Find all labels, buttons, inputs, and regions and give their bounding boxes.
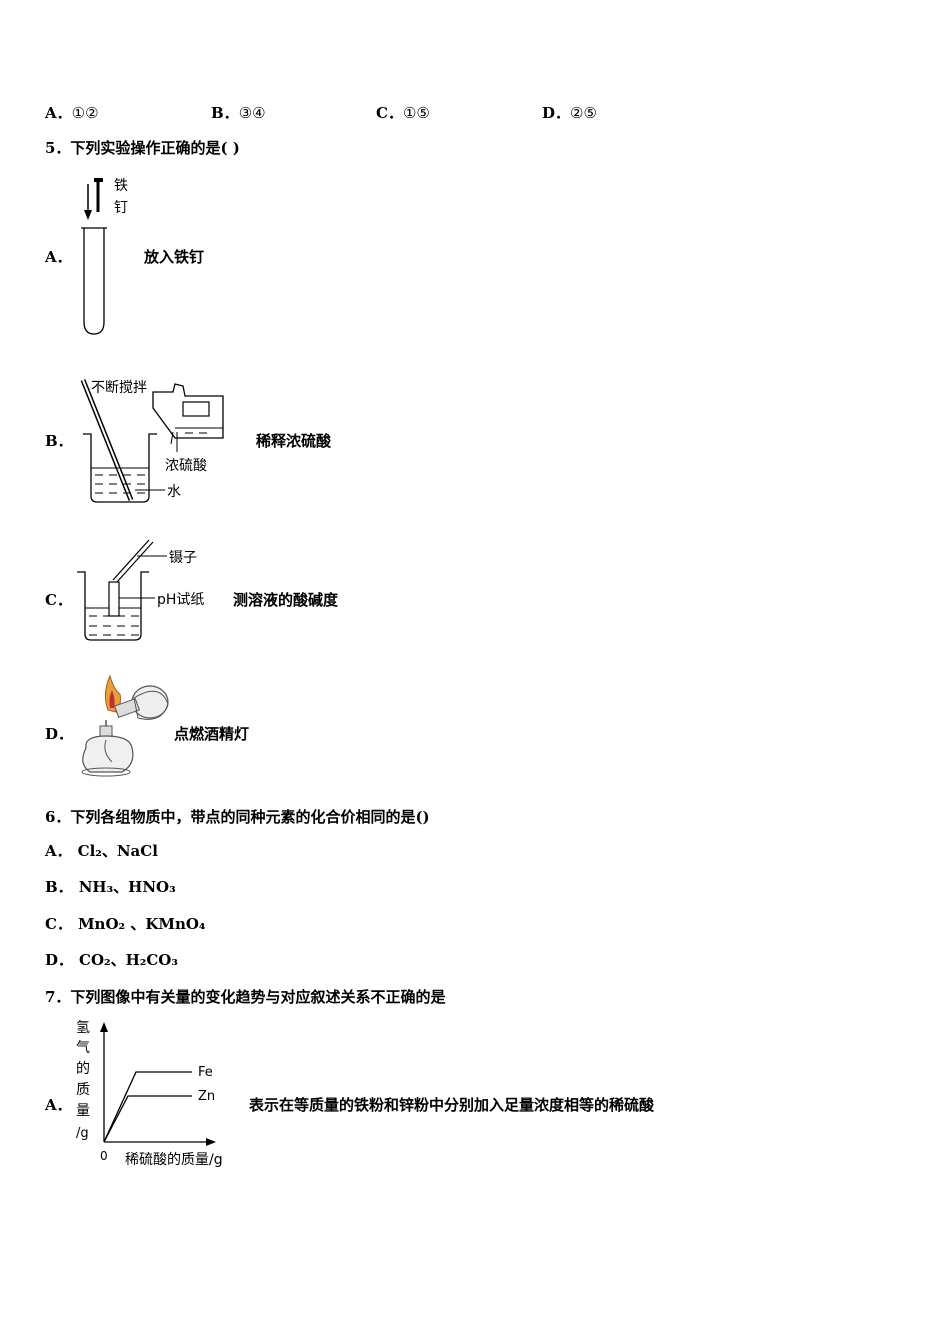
q6-option-b: B．NH₃、HNO₃ — [45, 878, 176, 896]
ylabel-char-1: 氢 — [76, 1020, 90, 1036]
dilution-figure: 不断搅拌 浓硫酸 水 — [80, 379, 224, 503]
q4-option-c: C．①⑤ — [376, 104, 430, 122]
q4-option-b: B．③④ — [211, 104, 266, 122]
iron-nail-label-2: 钉 — [114, 200, 128, 216]
conc-acid-label: 浓硫酸 — [165, 458, 207, 474]
xlabel: 稀硫酸的质量/g — [125, 1152, 223, 1168]
q5-option-d-letter: D． — [45, 725, 74, 743]
alcohol-lamp-figure — [81, 674, 169, 777]
stir-label: 不断搅拌 — [91, 380, 147, 396]
q5-option-b-desc: 稀释浓硫酸 — [256, 432, 332, 450]
q5-option-a-letter: A． — [45, 248, 72, 266]
q6-option-c: C．MnO₂ 、KMnO₄ — [45, 915, 206, 933]
q5-option-b-letter: B． — [45, 432, 73, 450]
origin-label: 0 — [100, 1149, 108, 1163]
ylabel-char-3: 的 — [76, 1061, 90, 1077]
q5-title: 5．下列实验操作正确的是( ) — [45, 139, 240, 157]
q7-option-a-desc: 表示在等质量的铁粉和锌粉中分别加入足量浓度相等的稀硫酸 — [249, 1096, 655, 1114]
ph-paper-label: pH试纸 — [157, 592, 204, 608]
ylabel-char-4: 质 — [76, 1082, 90, 1098]
test-tube-nail-figure: 铁 钉 — [81, 178, 128, 335]
water-label: 水 — [167, 484, 181, 500]
q5-option-d-desc: 点燃酒精灯 — [174, 725, 250, 743]
iron-nail-label-1: 铁 — [114, 178, 128, 194]
q4-option-a: A．①② — [45, 104, 99, 122]
q5-option-a-desc: 放入铁钉 — [144, 248, 205, 266]
ylabel-char-2: 气 — [76, 1040, 90, 1056]
zn-series-label: Zn — [198, 1089, 215, 1104]
q7-option-a-letter: A． — [45, 1096, 72, 1114]
ylabel-char-5: 量 — [76, 1103, 90, 1119]
q6-title: 6．下列各组物质中，带点的同种元素的化合价相同的是() — [45, 808, 430, 826]
q5-option-c-desc: 测溶液的酸碱度 — [233, 591, 339, 609]
q6-option-a: A．Cl₂、NaCl — [45, 842, 158, 860]
q5-option-c-letter: C． — [45, 591, 72, 609]
q7-title: 7．下列图像中有关量的变化趋势与对应叙述关系不正确的是 — [45, 988, 446, 1006]
tweezers-label: 镊子 — [169, 550, 197, 566]
hydrogen-mass-graph: 氢 气 的 质 量 /g Fe Zn 0 稀硫酸的质量/g — [76, 1020, 223, 1168]
ph-test-figure: 镊子 pH试纸 — [77, 539, 204, 641]
fe-series-line — [103, 1071, 192, 1143]
fe-series-label: Fe — [198, 1065, 213, 1080]
q6-option-d: D．CO₂、H₂CO₃ — [45, 951, 178, 969]
ylabel-char-6: /g — [76, 1126, 89, 1141]
zn-series-line — [103, 1095, 192, 1143]
q4-option-d: D．②⑤ — [542, 104, 597, 122]
